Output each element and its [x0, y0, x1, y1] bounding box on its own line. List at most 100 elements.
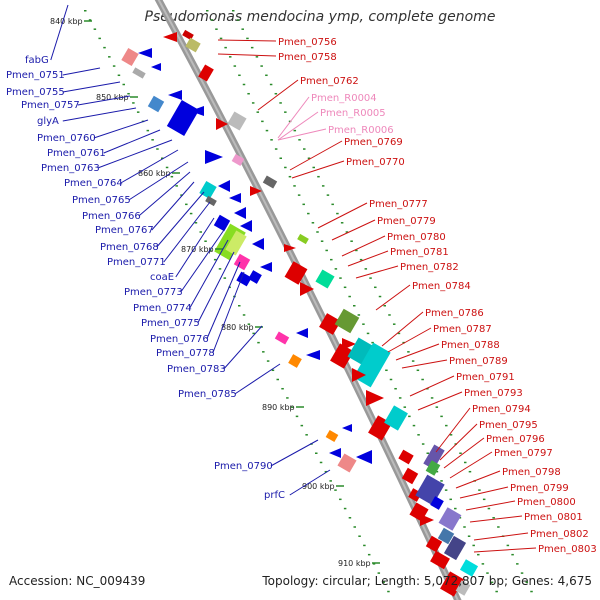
tick-dot — [276, 378, 279, 381]
right-gene-label: Pmen_0795 — [479, 420, 538, 431]
leader-line — [206, 261, 241, 340]
tick-dot — [98, 37, 101, 40]
reverse-gene-arrow — [296, 328, 308, 338]
tick-dot — [411, 360, 415, 362]
tick-dot — [210, 19, 214, 21]
tick-dot — [311, 222, 315, 224]
tick-dot — [251, 102, 255, 104]
leader-line — [180, 229, 225, 293]
leader-line — [355, 265, 399, 279]
gene-block — [337, 453, 357, 473]
tick-dot — [402, 341, 405, 344]
tick-dot — [445, 424, 448, 427]
right-gene-label: Pmen_0786 — [425, 308, 484, 319]
right-gene-label: Pmen_0793 — [464, 388, 523, 399]
tick-label: 860 kbp — [138, 169, 171, 178]
tick-dot — [265, 129, 269, 132]
forward-gene-arrow — [250, 186, 262, 196]
tick-dot — [260, 65, 263, 67]
tick-dot — [530, 590, 533, 593]
left-gene-label: Pmen_0767 — [95, 225, 154, 236]
right-gene-label: Pmen_0788 — [441, 340, 500, 351]
tick-dot — [307, 212, 310, 215]
gene-block — [430, 550, 450, 570]
tick-dot — [363, 544, 366, 547]
tick-dot — [449, 434, 453, 436]
tick-dot — [394, 387, 397, 390]
tick-dot — [300, 424, 304, 427]
right-gene-label: Pmen_0791 — [456, 372, 515, 383]
tick-dot — [481, 563, 485, 565]
tick-dot — [242, 314, 246, 316]
reverse-gene-arrow — [190, 106, 204, 116]
right-gene-label: Pmen_0800 — [517, 497, 576, 508]
leader-line — [212, 271, 245, 354]
tick-dot — [170, 175, 174, 178]
gene-block — [198, 64, 214, 82]
leader-line — [120, 149, 179, 184]
gene-block — [438, 507, 462, 531]
gene-block — [430, 496, 444, 510]
forward-gene-arrow — [284, 244, 296, 252]
tick-dot — [506, 544, 510, 547]
left-gene-label: prfC — [264, 490, 285, 501]
reverse-gene-arrow — [138, 48, 152, 58]
right-gene-label: Pmen_0756 — [278, 37, 337, 48]
gene-block — [274, 331, 290, 345]
tick-dot — [241, 28, 244, 30]
tick-dot — [281, 387, 284, 390]
gene-block — [248, 270, 262, 284]
left-gene-label: Pmen_0785 — [178, 389, 237, 400]
tick-dot — [339, 277, 342, 279]
leader-line — [277, 128, 327, 141]
right-gene-label: Pmen_0794 — [472, 404, 531, 415]
leader-line — [128, 161, 189, 201]
tick-dot — [389, 378, 393, 381]
left-gene-label: Pmen_0778 — [156, 348, 215, 359]
tick-dot — [468, 470, 472, 473]
tick-dot — [343, 286, 347, 289]
leader-line — [175, 217, 215, 278]
right-gene-label: Pmen_0784 — [412, 281, 471, 292]
left-gene-label: fabG — [25, 55, 49, 66]
tick-dot — [228, 56, 232, 58]
leader-line — [291, 160, 345, 179]
tick-label: 840 kbp — [50, 17, 83, 26]
tick-dot — [307, 157, 311, 159]
tick-dot — [257, 341, 260, 344]
left-gene-label: Pmen_0775 — [141, 318, 200, 329]
tick-dot — [430, 397, 434, 399]
right-gene-label: Pmen_R0005 — [320, 108, 386, 119]
right-gene-label: Pmen_0799 — [510, 483, 569, 494]
leader-line — [465, 500, 516, 511]
leader-line — [138, 171, 191, 217]
right-gene-label: Pmen_0779 — [377, 216, 436, 227]
tick-dot — [122, 83, 125, 86]
tick-dot — [252, 332, 255, 335]
tick-dot — [266, 360, 270, 362]
tick-dot — [175, 185, 178, 187]
tick-dot — [362, 323, 365, 325]
leader-line — [156, 191, 205, 248]
leader-line — [375, 284, 411, 311]
tick-dot — [146, 129, 150, 132]
gene-block — [297, 233, 309, 245]
leader-line — [409, 375, 455, 397]
tick-dot — [329, 480, 332, 482]
reverse-gene-arrow — [260, 262, 272, 272]
leader-line — [62, 81, 121, 93]
tick-dot — [369, 277, 372, 279]
gene-block — [213, 214, 231, 232]
tick-dot — [421, 443, 425, 445]
leader-line — [439, 423, 478, 461]
tick-dot — [247, 323, 251, 325]
reverse-gene-arrow — [163, 32, 177, 42]
right-gene-label: Pmen_0781 — [390, 247, 449, 258]
gene-block — [199, 180, 217, 200]
left-gene-label: Pmen_0774 — [133, 303, 192, 314]
gene-block — [227, 111, 247, 131]
tick-dot — [367, 553, 371, 556]
right-gene-label: Pmen_0798 — [502, 467, 561, 478]
leader-line — [93, 119, 149, 139]
tick-dot — [270, 139, 273, 141]
